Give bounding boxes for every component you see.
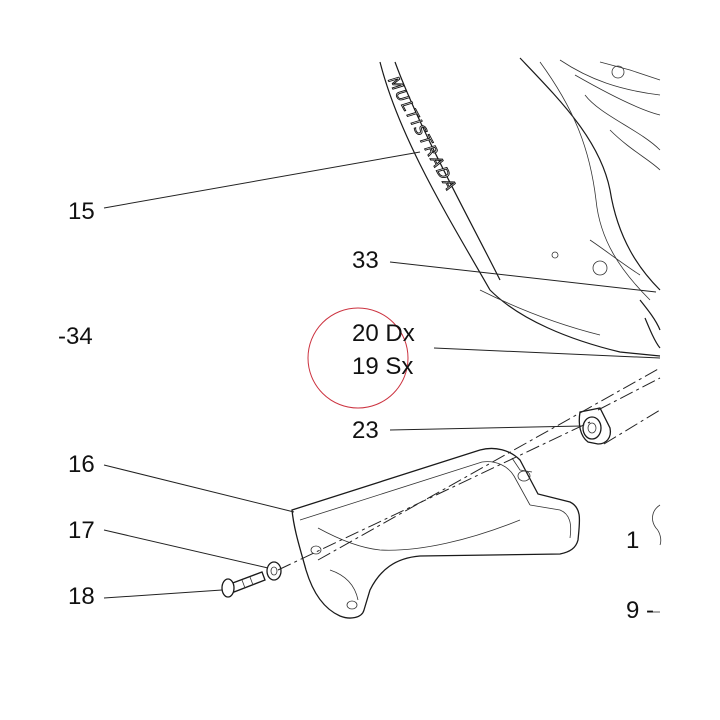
leader-17 — [103, 529, 269, 569]
fairing-panel — [379, 57, 661, 357]
axis-line-1 — [317, 367, 661, 561]
decal-text: MULTISTRADA — [384, 73, 460, 194]
washer-part — [266, 561, 282, 581]
label-9: 9 - — [626, 597, 654, 624]
screw-part — [221, 571, 266, 598]
label-1: 1 — [626, 527, 639, 554]
leader-15 — [103, 151, 421, 209]
bracket-part — [291, 447, 581, 619]
label-16: 16 — [68, 451, 95, 478]
highlight-circle — [307, 307, 409, 409]
leader-16 — [103, 464, 295, 513]
axis-line-3 — [597, 377, 661, 411]
label-15: 15 — [68, 198, 95, 225]
grommet-part — [578, 407, 612, 445]
leader-20-19 — [433, 347, 661, 359]
label-20-dx: 20 Dx — [352, 320, 415, 347]
label-17: 17 — [68, 517, 95, 544]
leader-18 — [103, 589, 223, 599]
axis-line-4 — [603, 409, 661, 445]
leader-23 — [389, 425, 583, 431]
axis-line-2 — [277, 421, 591, 571]
label-23: 23 — [352, 417, 379, 444]
label-19-sx: 19 Sx — [352, 353, 413, 380]
label-18: 18 — [68, 583, 95, 610]
edge-part-1 — [652, 504, 662, 546]
label-34: -34 — [58, 323, 93, 350]
leader-33 — [389, 261, 657, 293]
label-33: 33 — [352, 247, 379, 274]
